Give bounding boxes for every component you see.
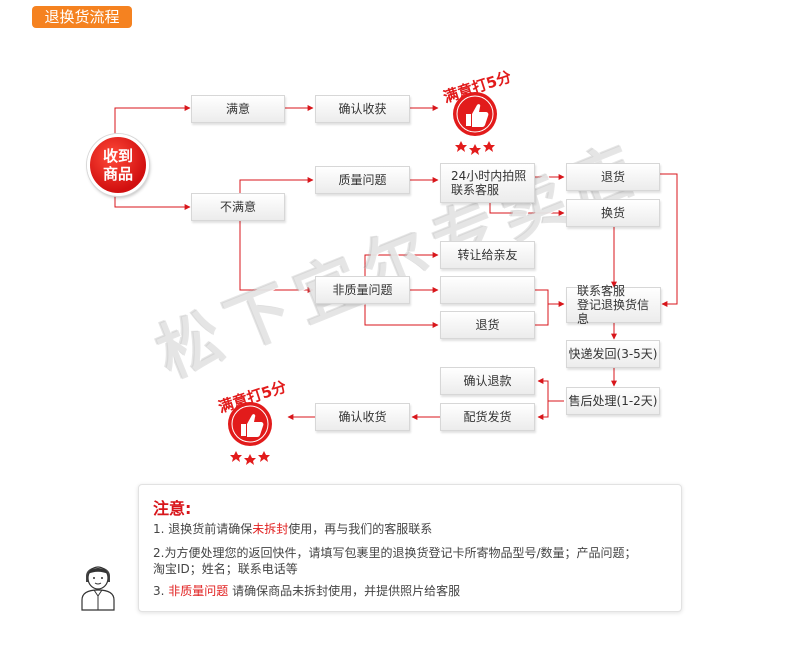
- rate-5-badge-top: 满意打5分: [436, 68, 546, 158]
- dispatch-goods-node: 配货发货: [440, 403, 535, 431]
- photo-contact-service-node: 24小时内拍照 联系客服: [440, 163, 535, 203]
- thumbs-up-badge-icon: [228, 402, 272, 465]
- transfer-to-friend-node: 转让给亲友: [440, 241, 535, 269]
- confirm-refund-node: 确认退款: [440, 367, 535, 395]
- blank-node: [440, 276, 535, 304]
- return-goods-mid-node: 退货: [440, 311, 535, 339]
- exchange-goods-node: 换货: [566, 199, 660, 227]
- notice-title: 注意:: [153, 499, 192, 518]
- quality-issue-node: 质量问题: [315, 166, 410, 194]
- notice-line-1-pre: 1. 退换货前请确保: [153, 522, 253, 536]
- customer-service-avatar-icon: [81, 566, 115, 611]
- notice-line-2: 2.为方便处理您的返回快件，请填写包裹里的退换货登记卡所寄物品型号/数量；产品问…: [153, 546, 637, 576]
- notice-line-1-post: 使用，再与我们的客服联系: [288, 522, 433, 536]
- express-return-node: 快递发回(3-5天): [566, 340, 660, 368]
- after-sales-node: 售后处理(1-2天): [566, 387, 660, 415]
- satisfied-node: 满意: [191, 95, 285, 123]
- section-title-tag: 退换货流程: [32, 6, 132, 28]
- return-goods-top-node: 退货: [566, 163, 660, 191]
- unsatisfied-node: 不满意: [191, 193, 285, 221]
- notice-box: 注意: 1. 退换货前请确保未拆封使用，再与我们的客服联系 2.为方便处理您的返…: [138, 484, 682, 612]
- confirm-receipt-bottom-node: 确认收货: [315, 403, 410, 431]
- received-goods-node: 收到 商品: [87, 134, 149, 196]
- notice-line-1-highlight: 未拆封: [252, 522, 289, 536]
- confirm-receipt-top-node: 确认收获: [315, 95, 410, 123]
- rate-5-badge-bottom: 满意打5分: [211, 378, 321, 468]
- notice-line-3-highlight: 非质量问题: [168, 584, 229, 598]
- notice-line-3-pre: 3.: [153, 584, 169, 598]
- non-quality-issue-node: 非质量问题: [315, 276, 410, 304]
- contact-register-node: 联系客服 登记退换货信息: [566, 284, 661, 326]
- notice-line-3: 3. 非质量问题 请确保商品未拆封使用，并提供照片给客服: [153, 583, 673, 599]
- notice-line-3-post: 请确保商品未拆封使用，并提供照片给客服: [228, 584, 461, 598]
- notice-line-1: 1. 退换货前请确保未拆封使用，再与我们的客服联系: [153, 521, 673, 537]
- thumbs-up-badge-icon: [453, 92, 497, 155]
